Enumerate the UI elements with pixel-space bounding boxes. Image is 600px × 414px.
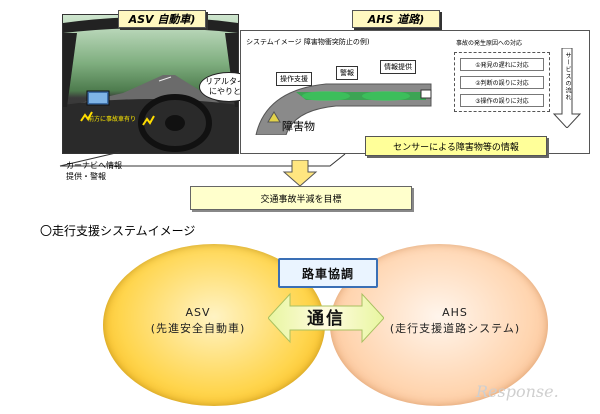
ahs-circle-label: AHS (走行支援道路システム) (370, 305, 540, 337)
goal-arrow-icon (282, 160, 318, 186)
asv-tag: ASV 自動車) (118, 10, 206, 28)
realtime-line1: リアルタイム (205, 77, 253, 86)
system-image-title: システムイメージ 障害物衝突防止の例) (246, 38, 370, 46)
info-provision-callout: 情報提供 (380, 60, 416, 74)
obstacle-label: 障害物 (282, 120, 315, 133)
road-vehicle-cooperation-box: 路車協調 (278, 258, 378, 288)
carnavi-line2: 提供・警報 (66, 172, 106, 181)
goal-box: 交通事故半減を目標 (190, 186, 412, 210)
response-watermark: Response. (476, 382, 559, 401)
communication-label: 通信 (307, 309, 345, 329)
communication-double-arrow-icon (268, 292, 384, 344)
warning-callout: 警報 (336, 66, 358, 80)
section-title: 〇走行支援システムイメージ (40, 224, 196, 238)
cause-group (454, 52, 550, 112)
ahs-tag-label: AHS 道路) (367, 13, 425, 26)
sensor-info-box: センサーによる障害物等の情報 (365, 136, 547, 156)
service-flow-arrow (552, 47, 582, 129)
asv-label-line2: (先進安全自動車) (150, 322, 246, 335)
cause-title: 事故の発生原因への対応 (456, 40, 523, 47)
ahs-label-line1: AHS (442, 306, 468, 319)
ahs-road-scene (255, 83, 432, 135)
asv-tag-label: ASV 自動車) (128, 13, 196, 26)
cause-item-3: ③操作の誤りに対応 (460, 94, 544, 107)
carnavi-line1: カーナビへ情報 (66, 161, 122, 170)
sensor-info-label: センサーによる障害物等の情報 (393, 142, 519, 153)
service-flow-label: サービスの流れ (564, 52, 571, 101)
down-arrow-icon (552, 47, 582, 129)
carnavi-note: カーナビへ情報 提供・警報 (66, 160, 122, 182)
road-vehicle-label: 路車協調 (301, 266, 354, 281)
operation-support-callout: 操作支援 (276, 72, 312, 86)
asv-label-line1: ASV (185, 306, 211, 319)
ahs-tag: AHS 道路) (352, 10, 440, 28)
asv-circle-label: ASV (先進安全自動車) (123, 305, 273, 337)
realtime-line2: にやりとり (209, 87, 249, 96)
ahs-label-line2: (走行支援道路システム) (389, 322, 521, 335)
goal-label: 交通事故半減を目標 (260, 194, 342, 205)
cause-item-2: ②判断の誤りに対応 (460, 76, 544, 89)
cause-item-1: ①発見の遅れに対応 (460, 58, 544, 71)
